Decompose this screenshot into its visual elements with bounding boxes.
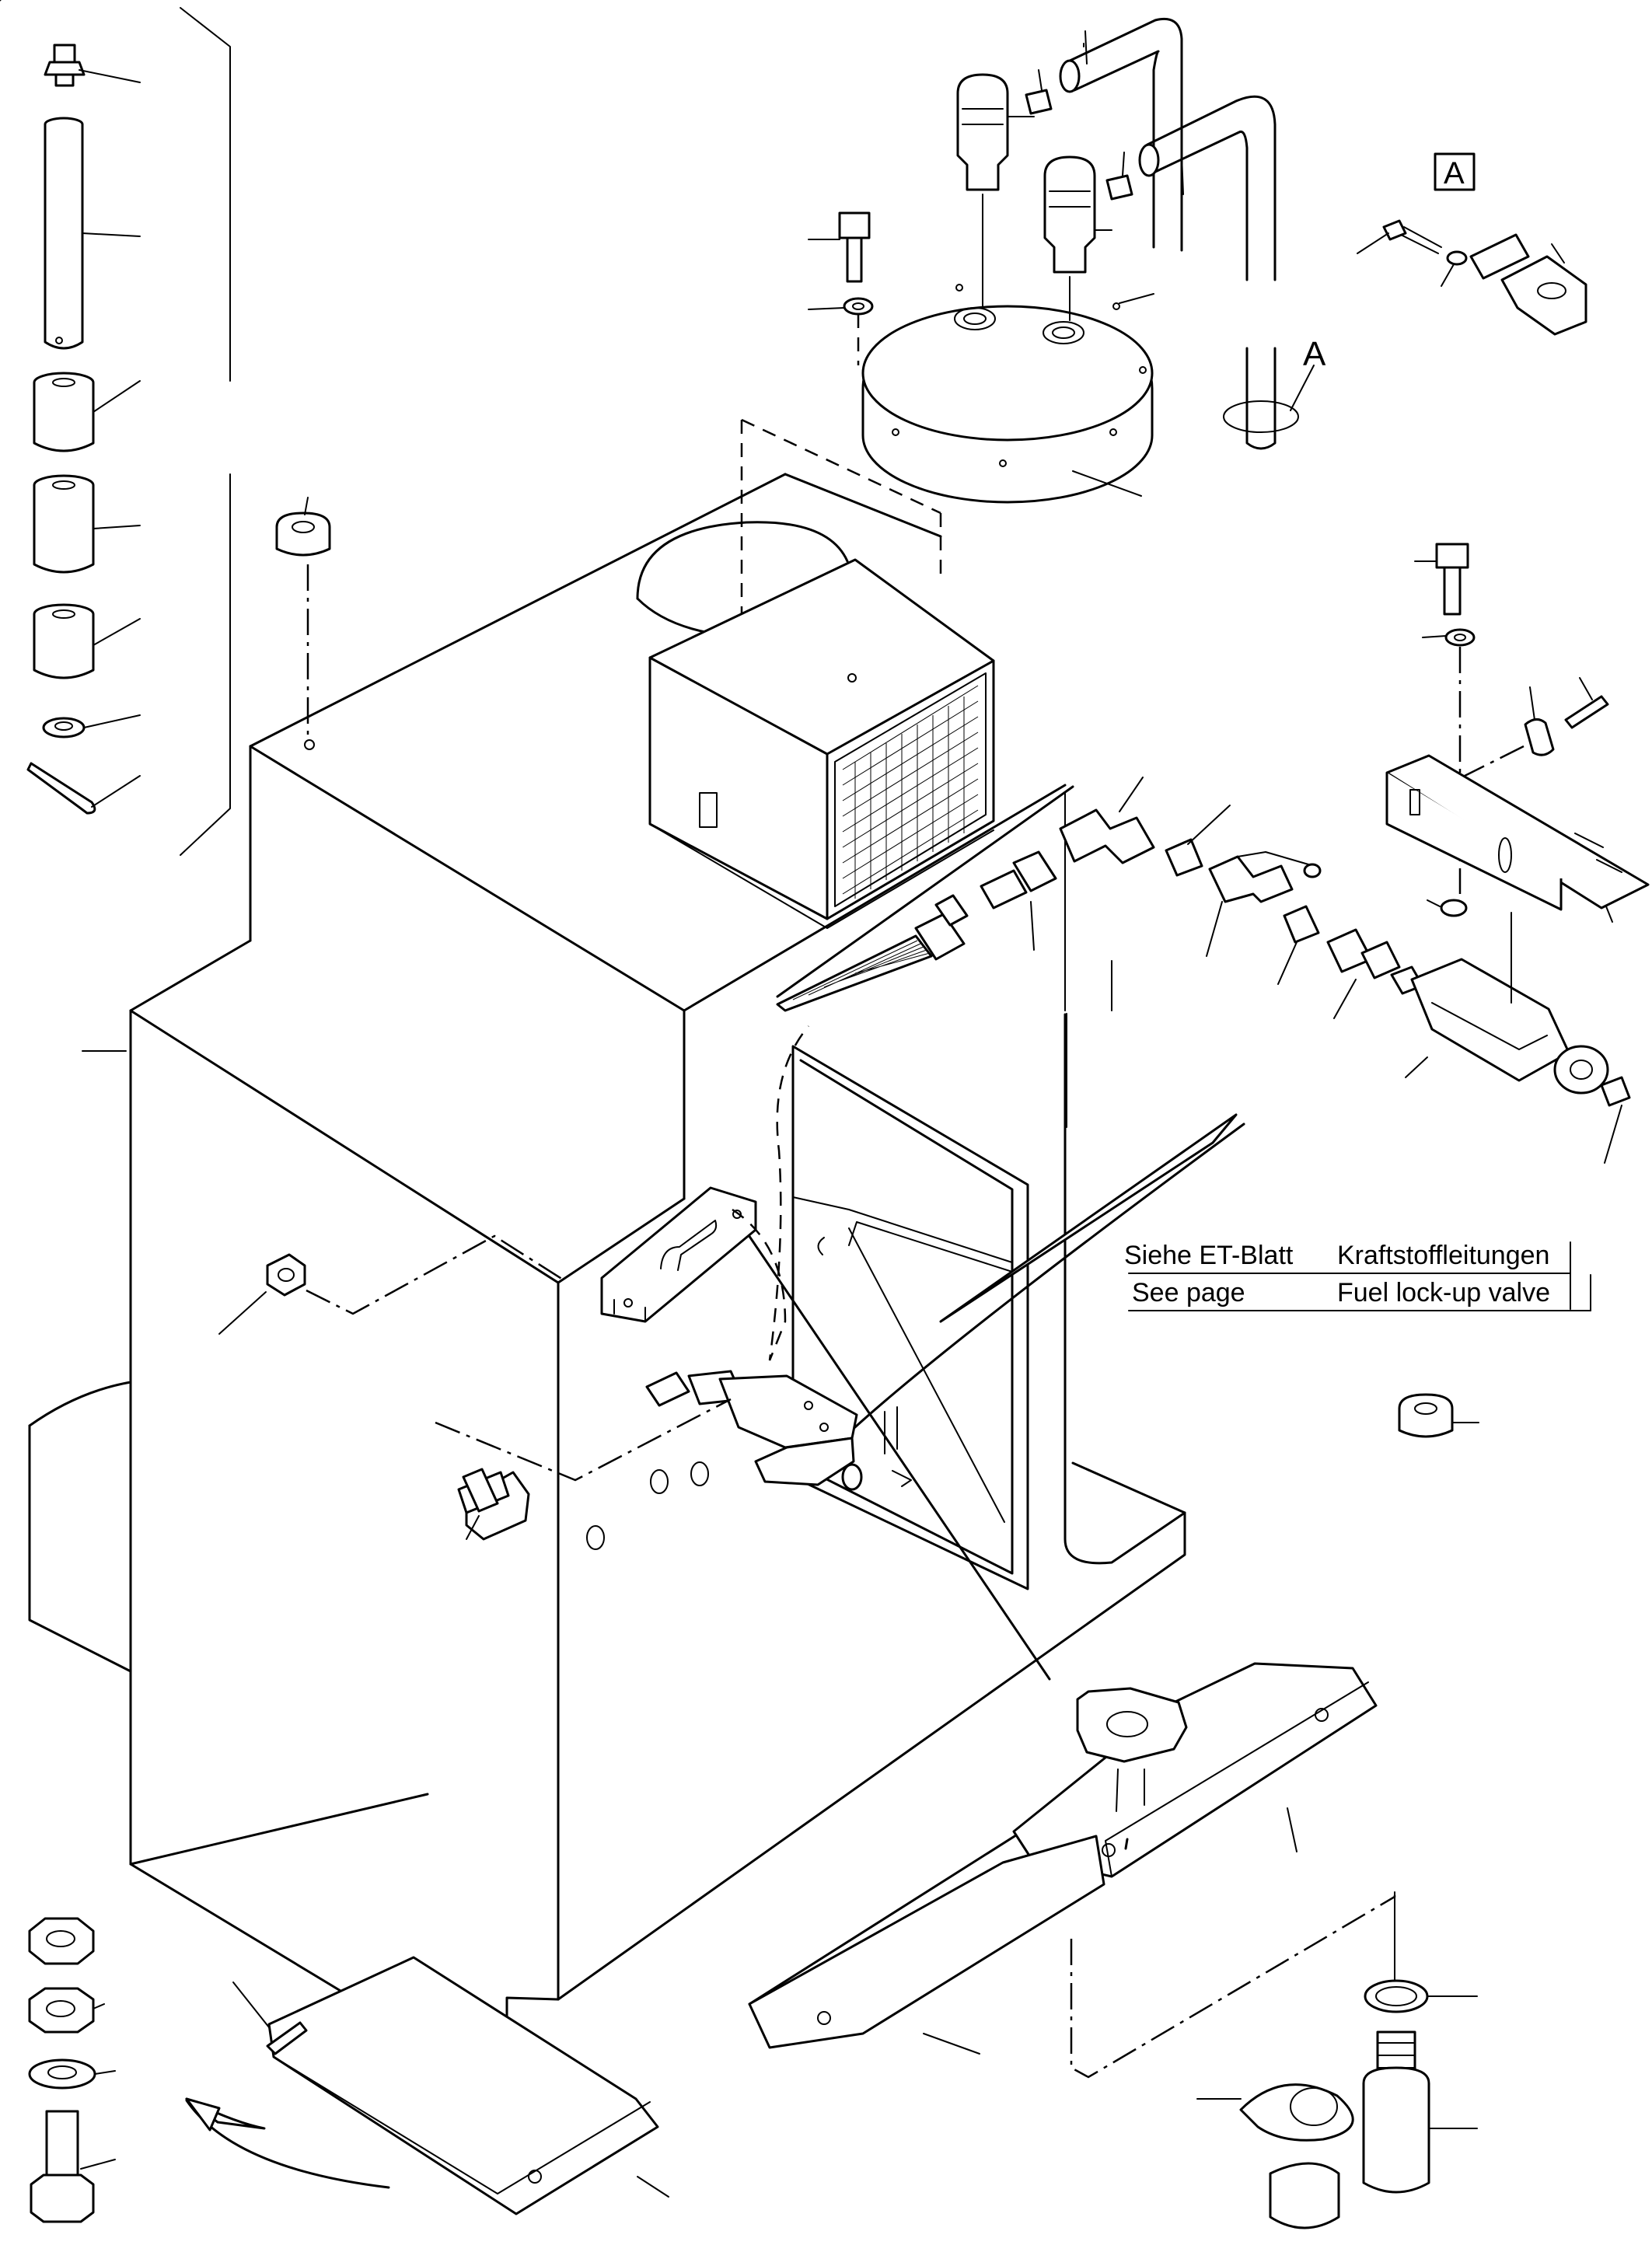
cooler-grille	[842, 685, 979, 899]
ref-row2-right: Fuel lock-up valve	[1337, 1278, 1550, 1308]
pin-bushing-stack	[26, 7, 231, 856]
ref-row2-left: See page	[1132, 1278, 1245, 1308]
detail-box	[1434, 152, 1476, 191]
shutoff-valve	[435, 1025, 863, 1491]
fuel-line-fittings	[776, 777, 1631, 1164]
plug-screw-right	[1398, 1393, 1479, 1438]
drain-coupling	[1070, 1891, 1478, 2229]
ref-row1-right: Kraftstoffleitungen	[1337, 1241, 1549, 1270]
skid-pads	[0, 0, 1378, 2215]
cooler-unit	[648, 558, 995, 929]
mounting-bracket-right	[1385, 543, 1650, 923]
leader-lines	[82, 960, 1112, 1052]
front-nut-bolt	[218, 1234, 564, 1541]
inner-frame	[791, 1045, 1245, 1590]
detail-ref-label: A	[1303, 335, 1326, 373]
detail-box-label: A	[1444, 156, 1465, 190]
bottom-nut-stack	[28, 1917, 116, 2223]
plug-screw-top	[275, 497, 331, 740]
tank-body	[28, 418, 1186, 2135]
filler-cover-assembly: A	[808, 18, 1326, 504]
reference-table: Siehe ET-Blatt Kraftstoffleitungen See p…	[1124, 1241, 1591, 1311]
ref-row1-left: Siehe ET-Blatt	[1124, 1241, 1294, 1270]
detail-a-clamp: A	[1357, 152, 1587, 336]
